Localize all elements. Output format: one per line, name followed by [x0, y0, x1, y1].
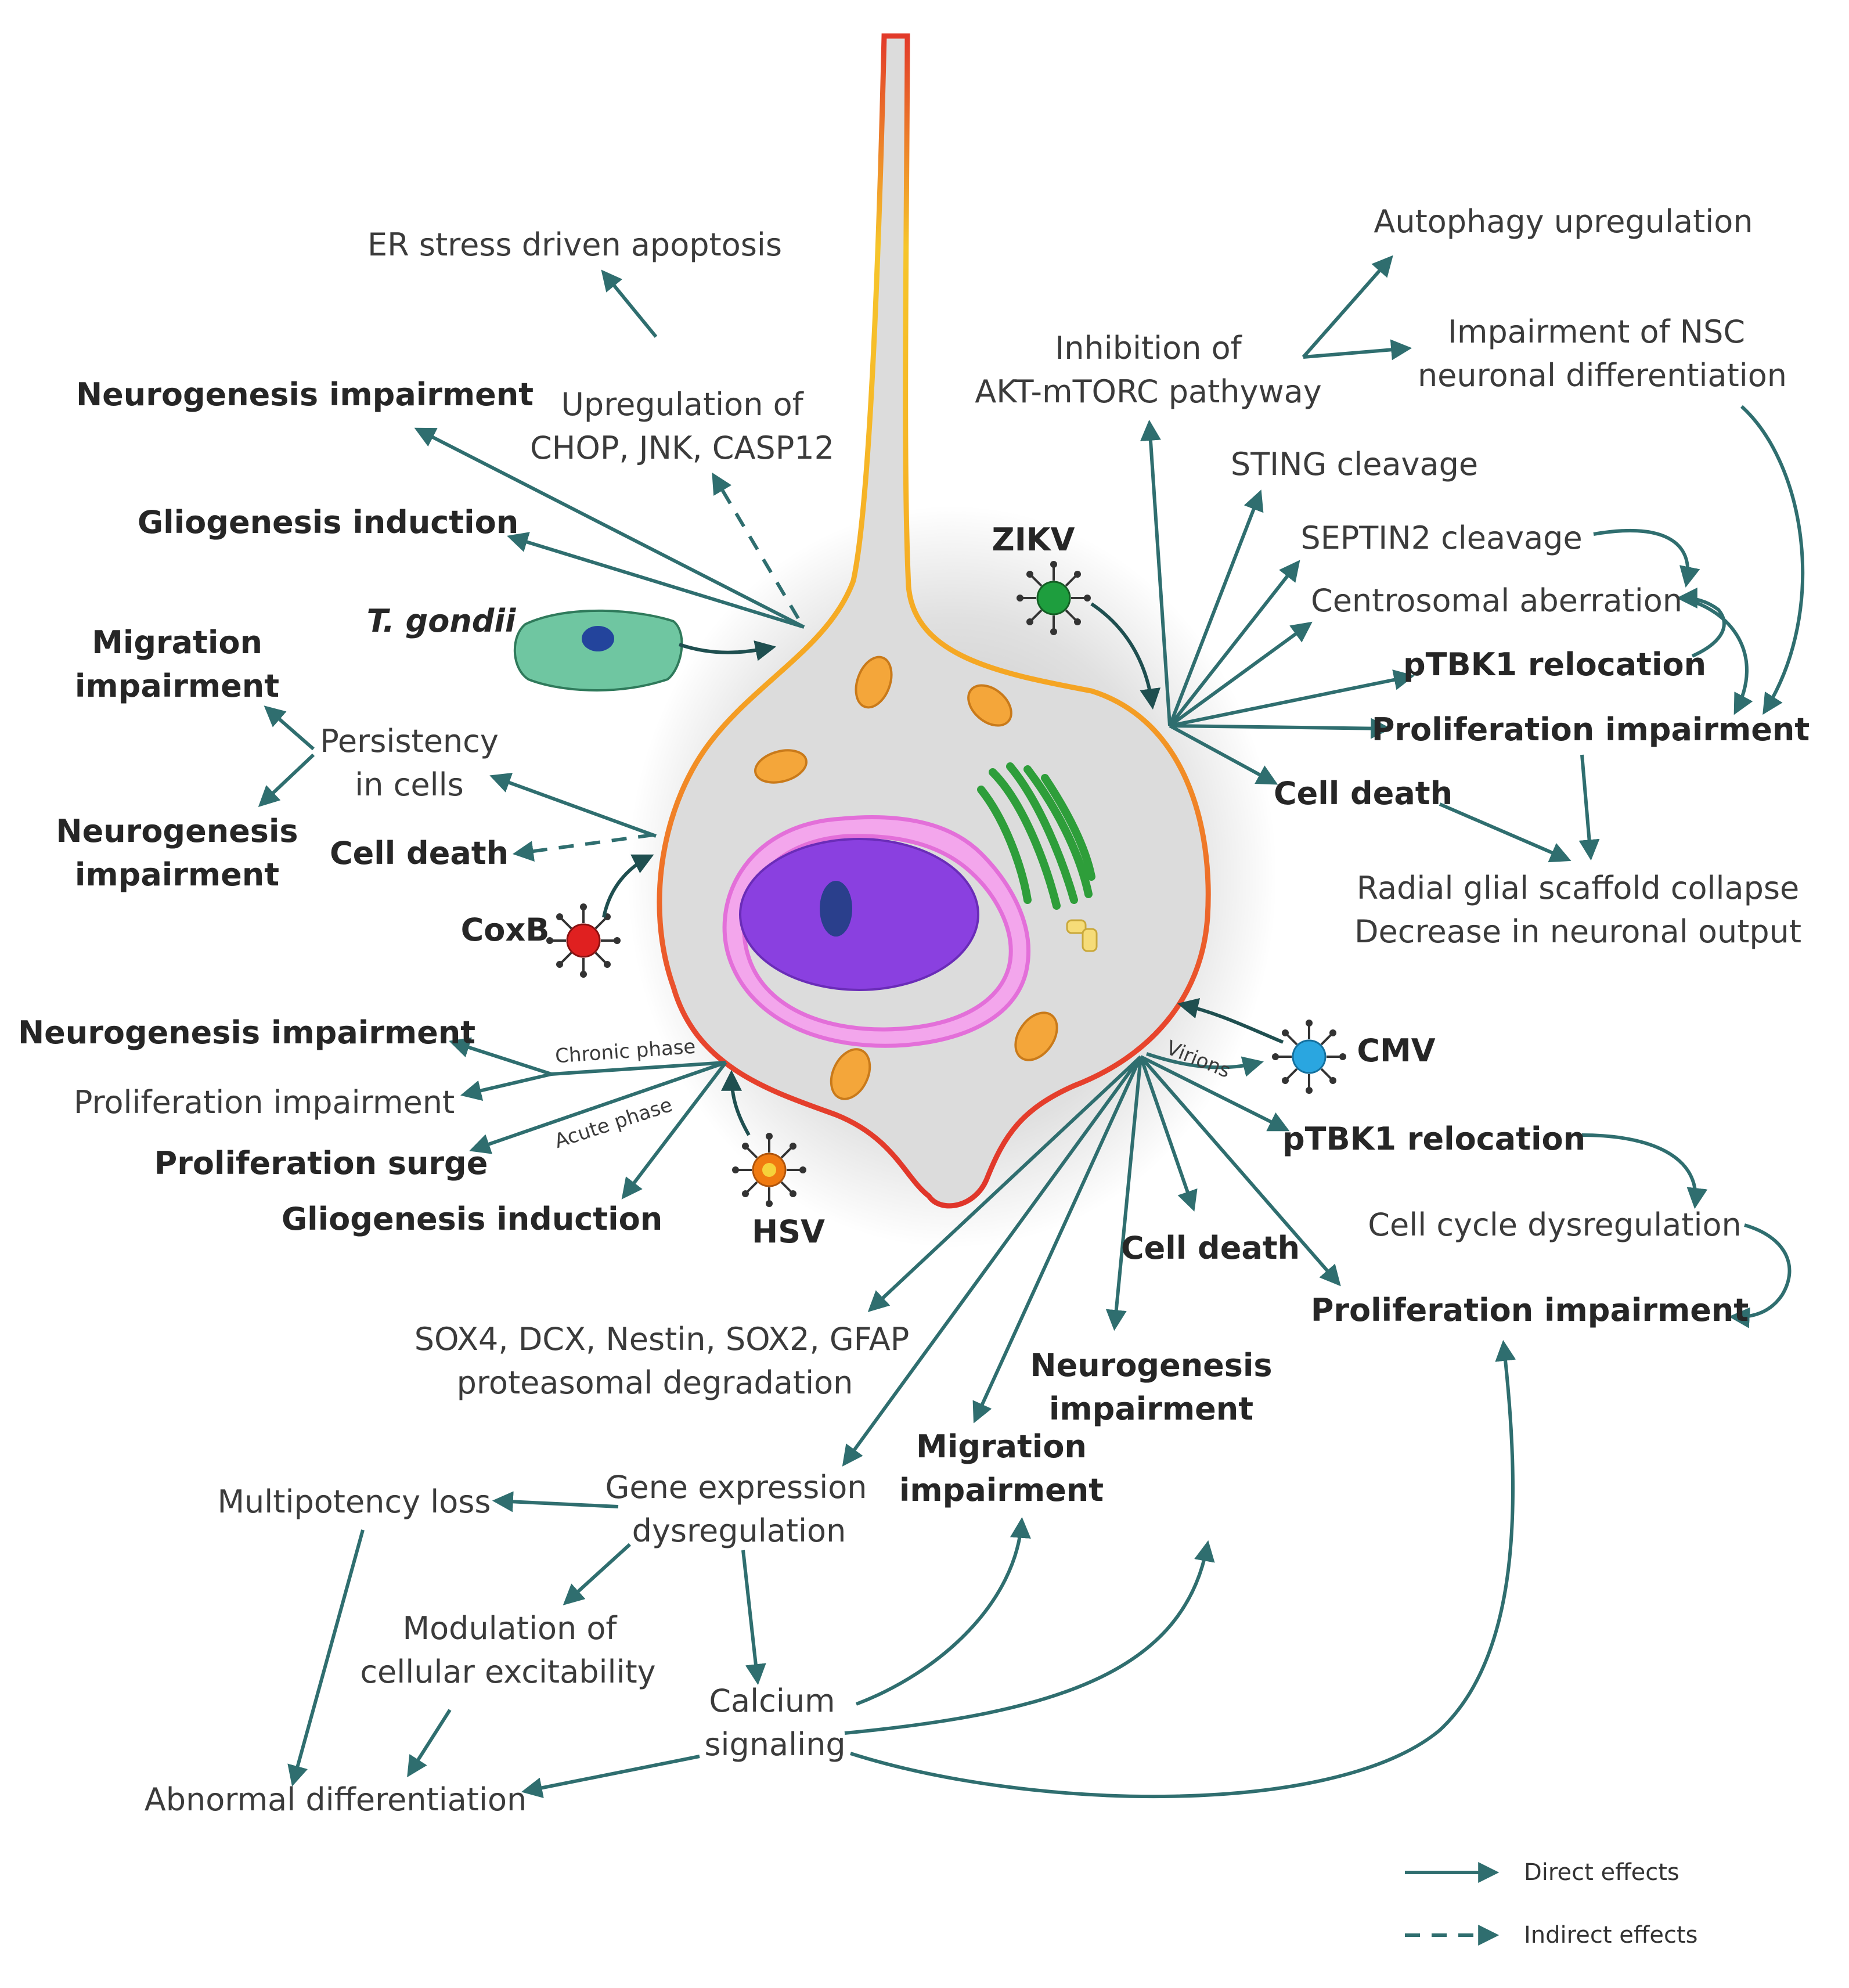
label-gene-expression-1: Gene expression [605, 1469, 867, 1506]
label-ptbk1-zikv: pTBK1 relocation [1403, 646, 1706, 683]
label-gliogenesis-hsv: Gliogenesis induction [282, 1201, 662, 1237]
label-abnormal: Abnormal differentiation [145, 1781, 527, 1818]
label-nsc-2: neuronal differentiation [1418, 357, 1787, 394]
label-neurogenesis-tgondii: Neurogenesis impairment [76, 376, 534, 413]
label-nsc-1: Impairment of NSC [1448, 314, 1745, 350]
label-ptbk1-cmv: pTBK1 relocation [1282, 1121, 1585, 1157]
label-proliferation-surge: Proliferation surge [154, 1145, 488, 1182]
virus-particle-zikv [1017, 561, 1091, 635]
nucleus [739, 838, 979, 991]
label-radial-2: Decrease in neuronal output [1354, 913, 1801, 950]
label-cell-death-coxb: Cell death [330, 835, 509, 871]
nucleolus [820, 881, 852, 937]
label-persistency-1: Persistency [320, 723, 499, 759]
mitochondrion [754, 656, 1058, 1100]
label-gene-expression-2: dysregulation [632, 1512, 846, 1549]
arrows-tgondii [414, 269, 805, 661]
legend-direct-label: Direct effects [1524, 1859, 1679, 1886]
label-persistency-2: in cells [355, 766, 463, 803]
legend-indirect-label: Indirect effects [1524, 1922, 1698, 1949]
parasite [513, 609, 683, 692]
virus-particle-hsv [732, 1133, 806, 1207]
label-modulation-1: Modulation of [403, 1610, 618, 1647]
label-neurogenesis-cmv-1: Neurogenesis [1030, 1347, 1272, 1384]
label-modulation-2: cellular excitability [360, 1654, 655, 1690]
label-hsv: HSV [752, 1213, 825, 1250]
label-multipotency: Multipotency loss [217, 1483, 491, 1520]
label-zikv: ZIKV [992, 521, 1075, 558]
arrows-hsv [449, 1037, 751, 1200]
label-neurogenesis-hsv: Neurogenesis impairment [18, 1014, 475, 1051]
label-migration-coxb-2: impairment [75, 668, 279, 704]
label-cell-death-zikv: Cell death [1274, 775, 1452, 812]
label-radial-1: Radial glial scaffold collapse [1357, 870, 1800, 906]
label-cell-cycle: Cell cycle dysregulation [1368, 1207, 1741, 1243]
label-sox-2: proteasomal degradation [457, 1364, 853, 1401]
label-inhibition-1: Inhibition of [1055, 330, 1242, 366]
label-migration-cmv-1: Migration [916, 1428, 1087, 1465]
label-migration-cmv-2: impairment [899, 1472, 1104, 1508]
label-gliogenesis-tgondii: Gliogenesis induction [138, 504, 518, 541]
virus-particle-cmv [1272, 1020, 1346, 1094]
golgi-apparatus [977, 762, 1095, 910]
labels: ER stress driven apoptosis Upregulation … [18, 203, 1810, 1949]
label-cell-death-cmv: Cell death [1121, 1230, 1300, 1266]
label-calcium-2: signaling [704, 1726, 845, 1763]
label-centrosomal: Centrosomal aberration [1311, 582, 1682, 619]
vesicle [1066, 919, 1098, 952]
label-septin: SEPTIN2 cleavage [1300, 520, 1582, 556]
legend-symbols [1405, 1862, 1500, 1946]
label-proliferation-zikv: Proliferation impairment [1372, 711, 1810, 748]
label-sox-1: SOX4, DCX, Nestin, SOX2, GFAP [415, 1321, 910, 1357]
label-cmv: CMV [1357, 1032, 1435, 1069]
label-inhibition-2: AKT-mTORC pathyway [975, 373, 1321, 410]
label-sting: STING cleavage [1231, 446, 1478, 482]
label-proliferation-cmv: Proliferation impairment [1311, 1292, 1749, 1328]
label-coxb: CoxB [461, 912, 550, 948]
arrows-downstream [287, 1339, 1516, 1799]
label-autophagy: Autophagy upregulation [1374, 203, 1753, 240]
label-calcium-1: Calcium [709, 1683, 835, 1719]
label-proliferation-impairment-hsv: Proliferation impairment [74, 1084, 455, 1121]
virus-particle-coxb [546, 903, 621, 978]
label-neurogenesis-coxb-2: impairment [75, 856, 279, 893]
label-upregulation-1: Upregulation of [561, 386, 804, 423]
label-upregulation-2: CHOP, JNK, CASP12 [530, 430, 834, 466]
arrows-coxb [258, 705, 657, 918]
label-migration-coxb-1: Migration [92, 624, 262, 661]
arrows-cmv [842, 997, 1792, 1467]
label-neurogenesis-cmv-2: impairment [1049, 1391, 1253, 1427]
label-neurogenesis-coxb-1: Neurogenesis [56, 813, 298, 849]
label-tgondii: T. gondii [367, 603, 517, 639]
label-er-stress: ER stress driven apoptosis [367, 226, 782, 263]
arrows-zikv [1090, 255, 1805, 863]
